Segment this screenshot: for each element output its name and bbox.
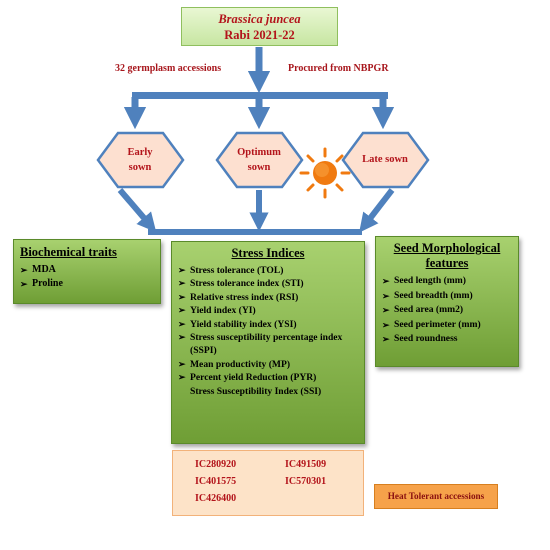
title-box: Brassica juncea Rabi 2021-22 [181, 7, 338, 46]
title-species: Brassica juncea [218, 12, 301, 26]
list-item: Seed length (mm) [382, 274, 512, 289]
biochemical-traits-box: Biochemical traits MDA Proline [13, 239, 161, 304]
arrow-late-converge [359, 188, 395, 233]
accession-item: IC401575 [195, 476, 237, 487]
accession-item: IC280920 [195, 459, 237, 470]
accession-item: IC570301 [285, 476, 327, 487]
converge-bar [148, 229, 362, 235]
list-item: Proline [20, 277, 154, 291]
list-item: MDA [20, 263, 154, 277]
list-item: Percent yield Reduction (PYR) [178, 371, 358, 385]
list-item: Stress tolerance index (STI) [178, 277, 358, 291]
distribution-bar [132, 92, 388, 99]
seed-morphology-box: Seed Morphological features Seed length … [375, 236, 519, 367]
list-item: Mean productivity (MP) [178, 358, 358, 372]
list-item: Seed breadth (mm) [382, 289, 512, 304]
seed-heading-line1: Seed Morphological [393, 241, 501, 255]
list-item: Seed perimeter (mm) [382, 318, 512, 333]
hex-early [96, 131, 185, 189]
germplasm-label: 32 germplasm accessions [115, 63, 222, 74]
title-season: Rabi 2021-22 [224, 28, 295, 42]
procured-label: Procured from NBPGR [288, 63, 389, 74]
list-item: Yield index (YI) [178, 304, 358, 318]
arrow-early-converge [117, 188, 157, 233]
hex-optimum-label: Optimum sown [237, 147, 281, 173]
hex-late-label: Late sown [362, 154, 408, 165]
list-item: Seed roundness [382, 332, 512, 347]
sun-icon [299, 147, 351, 199]
list-item: Stress tolerance (TOL) [178, 264, 358, 278]
seed-list: Seed length (mm) Seed breadth (mm) Seed … [382, 274, 512, 347]
accession-item: IC491509 [285, 459, 327, 470]
hex-early-label: Early sown [127, 147, 153, 173]
list-item: Stress Susceptibility Index (SSI) [190, 385, 322, 397]
hex-optimum [215, 131, 304, 189]
hex-late [341, 131, 430, 189]
list-item: Stress susceptibility percentage index (… [178, 331, 358, 358]
seed-heading-line2: features [425, 256, 469, 270]
tolerant-accessions-box: IC280920 IC491509 IC401575 IC570301 IC42… [172, 450, 364, 516]
stress-list: Stress tolerance (TOL) Stress tolerance … [178, 264, 358, 398]
stress-heading: Stress Indices [231, 246, 305, 260]
biochemical-list: MDA Proline [20, 263, 154, 291]
heat-tolerant-label: Heat Tolerant accessions [374, 484, 498, 509]
list-item: Seed area (mm2) [382, 303, 512, 318]
list-item: Yield stability index (YSI) [178, 318, 358, 332]
accession-item: IC426400 [195, 493, 237, 504]
biochemical-heading: Biochemical traits [20, 245, 117, 259]
stress-indices-box: Stress Indices Stress tolerance (TOL) St… [171, 241, 365, 444]
list-item: Relative stress index (RSI) [178, 291, 358, 305]
